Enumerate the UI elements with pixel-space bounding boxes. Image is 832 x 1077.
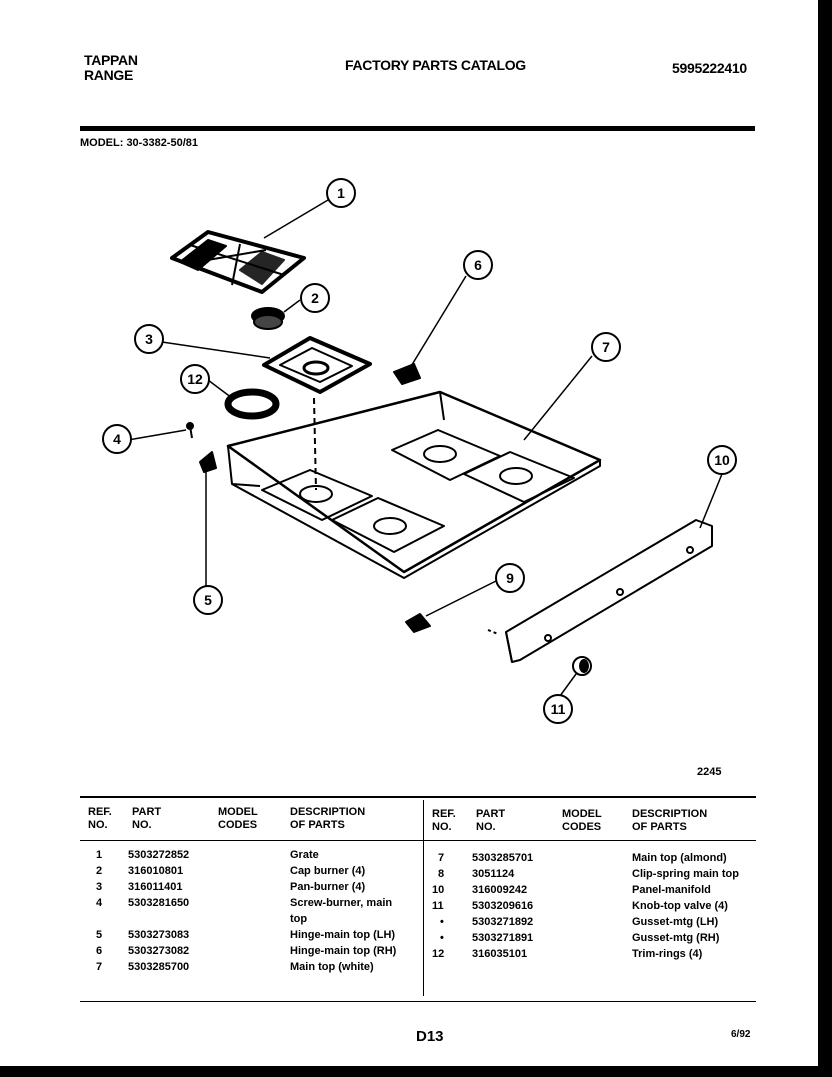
table-header-rule (80, 840, 756, 841)
parts-catalog-page: TAPPAN RANGE FACTORY PARTS CATALOG 59952… (0, 0, 818, 1066)
revision-date: 6/92 (731, 1029, 751, 1040)
callout-6: 6 (474, 257, 482, 273)
header-ref-right: REF.NO. (432, 808, 456, 833)
cap-burner-part (251, 307, 285, 330)
exploded-parts-diagram: 1 2 3 4 5 6 7 9 10 11 12 (102, 178, 737, 724)
illustration-code: 2245 (697, 766, 722, 778)
page-number: D13 (416, 1028, 444, 1045)
trim-ring-part (224, 388, 280, 420)
table-row: top (290, 913, 308, 925)
clip-spring-part (405, 613, 431, 633)
callout-5: 5 (204, 592, 212, 608)
model-number: MODEL: 30-3382-50/81 (80, 137, 198, 149)
brand-block: TAPPAN RANGE (84, 53, 138, 83)
callout-10: 10 (714, 452, 730, 468)
table-bottom-rule (80, 1001, 756, 1002)
callout-11: 11 (551, 701, 566, 717)
callout-2: 2 (311, 290, 319, 306)
callout-12: 12 (187, 371, 203, 387)
header-ref-left: REF.NO. (88, 806, 112, 831)
main-top-part (226, 390, 602, 579)
table-top-rule (80, 796, 756, 798)
grate-part (170, 230, 306, 294)
knob-part (572, 656, 592, 676)
callout-1: 1 (337, 185, 345, 201)
callout-4: 4 (113, 431, 121, 447)
panel-manifold-part (487, 519, 713, 663)
callout-3: 3 (145, 331, 153, 347)
catalog-title: FACTORY PARTS CATALOG (345, 57, 526, 73)
table-column-divider (423, 800, 424, 996)
hinge-lh-part (199, 451, 217, 473)
brand-line1: TAPPAN (84, 52, 138, 68)
header-rule-thick (80, 126, 755, 131)
catalog-number: 5995222410 (672, 60, 747, 76)
screw-part (186, 422, 194, 439)
callout-9: 9 (506, 570, 514, 586)
pan-burner-part (262, 336, 372, 394)
hinge-rh-part (393, 363, 421, 385)
brand-line2: RANGE (84, 67, 134, 83)
callout-7: 7 (602, 339, 610, 355)
